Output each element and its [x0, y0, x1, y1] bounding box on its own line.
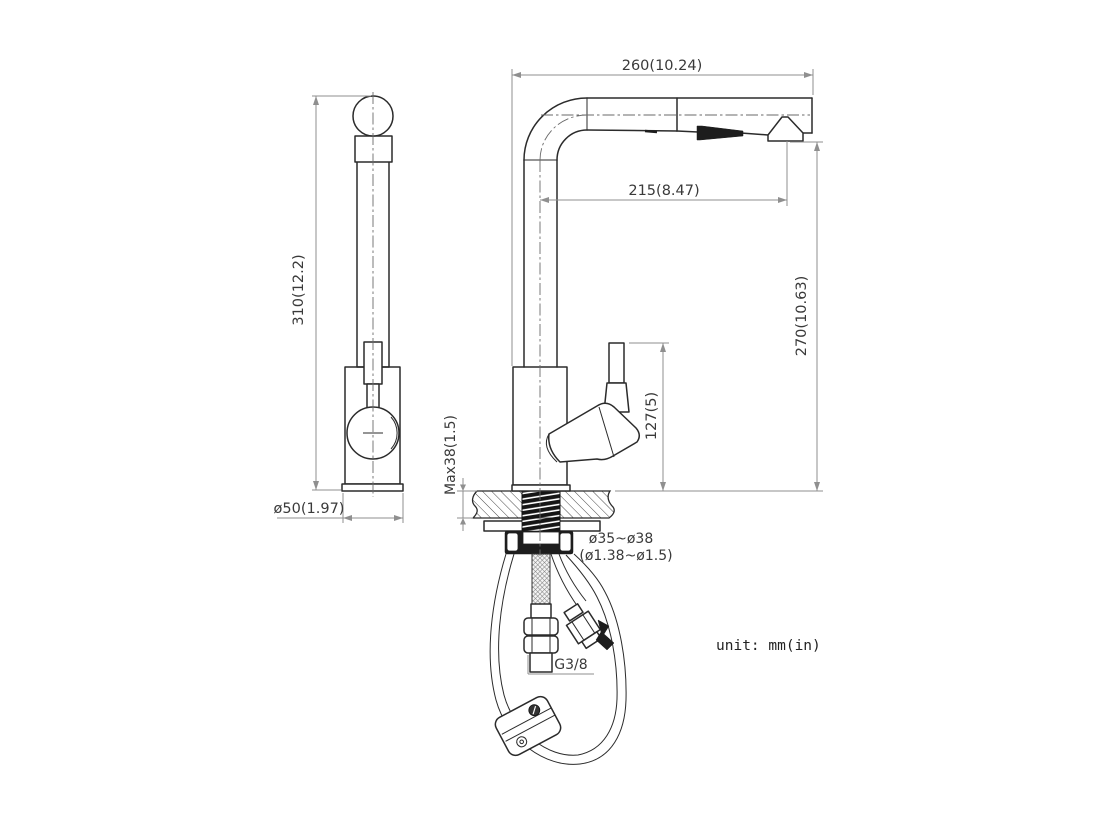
hole-diameter-mm-label: ø35~ø38	[589, 531, 654, 547]
handle-height-label: 127(5)	[644, 392, 660, 440]
valve-housing	[547, 402, 640, 463]
front-centerlines	[539, 114, 810, 556]
overall-height-label: 310(12.2)	[291, 254, 307, 325]
unit-note: unit: mm(in)	[716, 638, 821, 654]
quick-connector	[563, 603, 603, 650]
dim-aerator-height: 270(10.63)	[615, 141, 823, 492]
dim-overall-reach: 260(10.24)	[511, 58, 814, 366]
front-handle	[545, 342, 640, 463]
side-base-flange	[341, 483, 404, 492]
aerator	[767, 116, 804, 142]
spray-head-clip	[696, 125, 744, 141]
hose-weight-block	[494, 695, 562, 757]
overall-reach-label: 260(10.24)	[622, 58, 703, 74]
dim-handle-height: 127(5)	[629, 342, 669, 491]
label-supply-thread: G3/8	[527, 655, 594, 675]
spout-seam	[644, 129, 658, 134]
hole-diameter-in-label: (ø1.38~ø1.5)	[579, 548, 672, 564]
pullout-hose-loop	[489, 553, 627, 765]
aerator-reach-label: 215(8.47)	[628, 183, 699, 199]
mounting-hardware	[483, 517, 601, 555]
supply-thread-label: G3/8	[554, 657, 587, 673]
dim-overall-height: 310(12.2)	[291, 95, 371, 491]
dim-base-diameter: ø50(1.97)	[274, 493, 404, 523]
dim-aerator-reach: 215(8.47)	[540, 141, 788, 206]
hex-nut-lower	[523, 635, 559, 654]
handle-lever	[608, 342, 625, 384]
front-base-flange	[511, 484, 571, 492]
side-spout-collar	[354, 135, 393, 163]
label-hole-diameter: ø35~ø38 (ø1.38~ø1.5)	[579, 531, 672, 564]
front-view: G3/8 ø35~ø38 (ø1.38~ø1.5) 260(10.24) 215…	[443, 58, 823, 765]
supply-hose	[550, 553, 587, 608]
dim-deck-thickness: Max38(1.5)	[443, 415, 477, 531]
front-body	[512, 366, 568, 486]
side-view: 310(12.2) ø50(1.97)	[274, 92, 404, 523]
base-diameter-label: ø50(1.97)	[274, 501, 345, 517]
braided-hose-column	[523, 553, 559, 673]
spout	[523, 97, 813, 368]
deck-thickness-label: Max38(1.5)	[443, 415, 459, 495]
connector-clip	[595, 619, 615, 651]
hex-nut-upper	[523, 617, 559, 636]
aerator-height-label: 270(10.63)	[794, 276, 810, 357]
side-handle-joint-rim	[390, 416, 398, 450]
